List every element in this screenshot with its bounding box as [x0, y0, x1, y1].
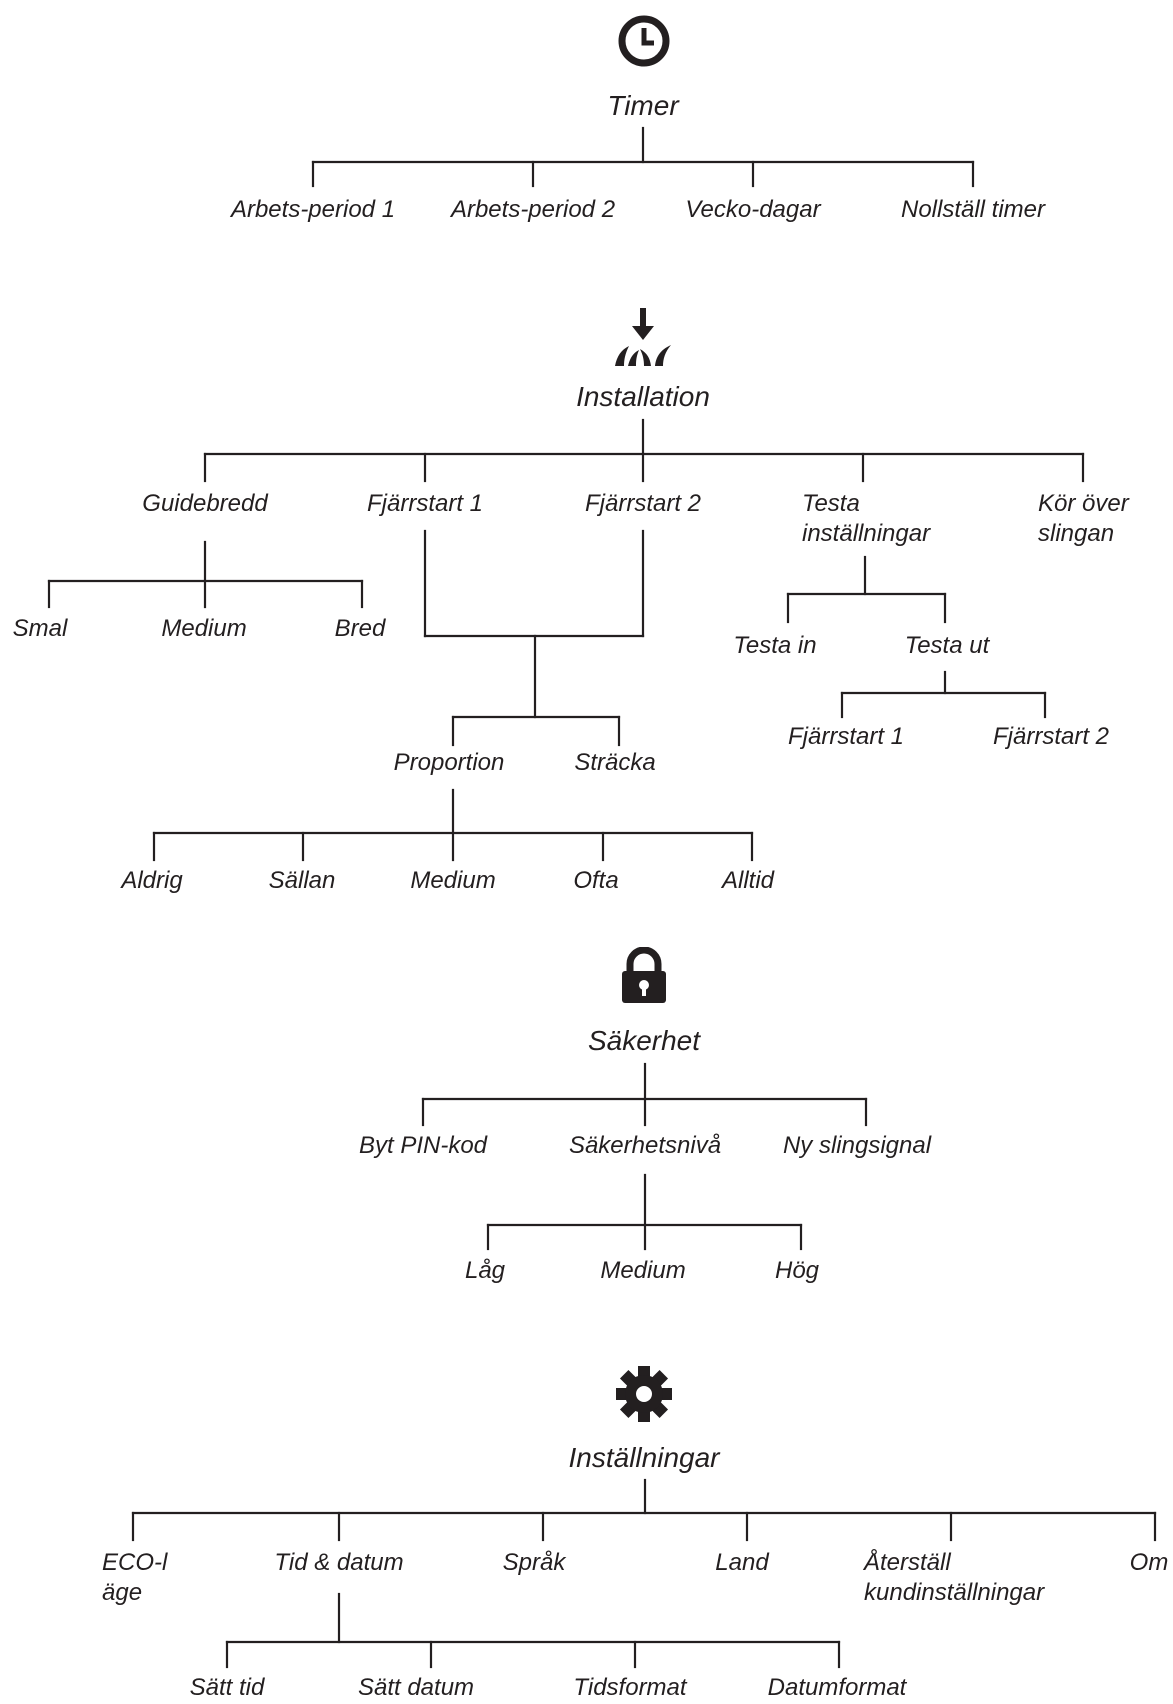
- installation-title: Installation: [576, 381, 710, 412]
- installation-item-fjarrstart-1: Fjärrstart 1: [366, 490, 484, 517]
- sakerhet-item-ny-slingsignal: Ny slingsignal: [782, 1132, 932, 1159]
- installningar-connectors: [131, 1478, 1157, 1669]
- installningar-title: Inställningar: [568, 1442, 720, 1473]
- guidebredd-medium: Medium: [161, 615, 247, 642]
- niva-medium: Medium: [600, 1257, 686, 1284]
- guidebredd-smal: Smal: [12, 615, 68, 642]
- proportion-medium: Medium: [410, 867, 496, 894]
- fjarrstart-stracka: Sträcka: [574, 749, 656, 776]
- installation-connectors: [47, 418, 1085, 862]
- timer-connectors: [311, 126, 975, 188]
- sakerhet-connectors: [421, 1062, 868, 1251]
- installningar-item-tid-datum: Tid & datum: [274, 1549, 404, 1576]
- padlock-icon: [620, 946, 668, 1010]
- testa-ut-fjarrstart-1: Fjärrstart 1: [787, 723, 905, 750]
- gear-icon: [614, 1364, 674, 1429]
- timer-item-nollstall-timer: Nollställ timer: [900, 196, 1046, 223]
- installningar-item-eco-lage: ECO-läge: [102, 1549, 168, 1606]
- tid-datum-tidsformat: Tidsformat: [573, 1674, 687, 1701]
- installningar-item-land: Land: [715, 1549, 769, 1576]
- tid-datum-satt-tid: Sätt tid: [189, 1674, 265, 1701]
- sakerhet-item-byt-pin-kod: Byt PIN-kod: [358, 1132, 488, 1159]
- testa-ut: Testa ut: [904, 632, 990, 659]
- sakerhet-title: Säkerhet: [587, 1025, 701, 1056]
- guidebredd-bred: Bred: [334, 615, 386, 642]
- proportion-alltid: Alltid: [721, 867, 775, 894]
- proportion-ofta: Ofta: [573, 867, 619, 894]
- tid-datum-datumformat: Datumformat: [767, 1674, 907, 1701]
- timer-item-arbetsperiod-1: Arbets-period 1: [230, 196, 396, 223]
- tid-datum-satt-datum: Sätt datum: [357, 1674, 475, 1701]
- niva-lag: Låg: [464, 1257, 506, 1284]
- install-arrow-grass-icon: [611, 308, 675, 373]
- timer-item-veckodagar: Vecko-dagar: [685, 196, 821, 223]
- testa-ut-fjarrstart-2: Fjärrstart 2: [992, 723, 1110, 750]
- installningar-item-om: Om: [1129, 1549, 1169, 1576]
- installation-item-fjarrstart-2: Fjärrstart 2: [584, 490, 702, 517]
- installation-item-testa-installningar: Testa inställningar: [802, 490, 931, 547]
- timer-title: Timer: [607, 90, 679, 121]
- fjarrstart-proportion: Proportion: [393, 749, 505, 776]
- proportion-aldrig: Aldrig: [121, 867, 183, 894]
- installningar-item-aterstall-kundinstallningar: Återställ kundinställningar: [864, 1549, 1045, 1606]
- clock-icon: [617, 14, 671, 73]
- testa-in: Testa in: [733, 632, 817, 659]
- sakerhet-item-sakerhetsniva: Säkerhetsnivå: [568, 1132, 722, 1159]
- proportion-sallan: Sällan: [268, 867, 336, 894]
- installation-item-kor-over-slingan: Kör över slingan: [1038, 490, 1129, 547]
- timer-item-arbetsperiod-2: Arbets-period 2: [450, 196, 616, 223]
- niva-hog: Hög: [774, 1257, 820, 1284]
- installation-item-guidebredd: Guidebredd: [142, 490, 268, 517]
- installningar-item-sprak: Språk: [502, 1549, 566, 1576]
